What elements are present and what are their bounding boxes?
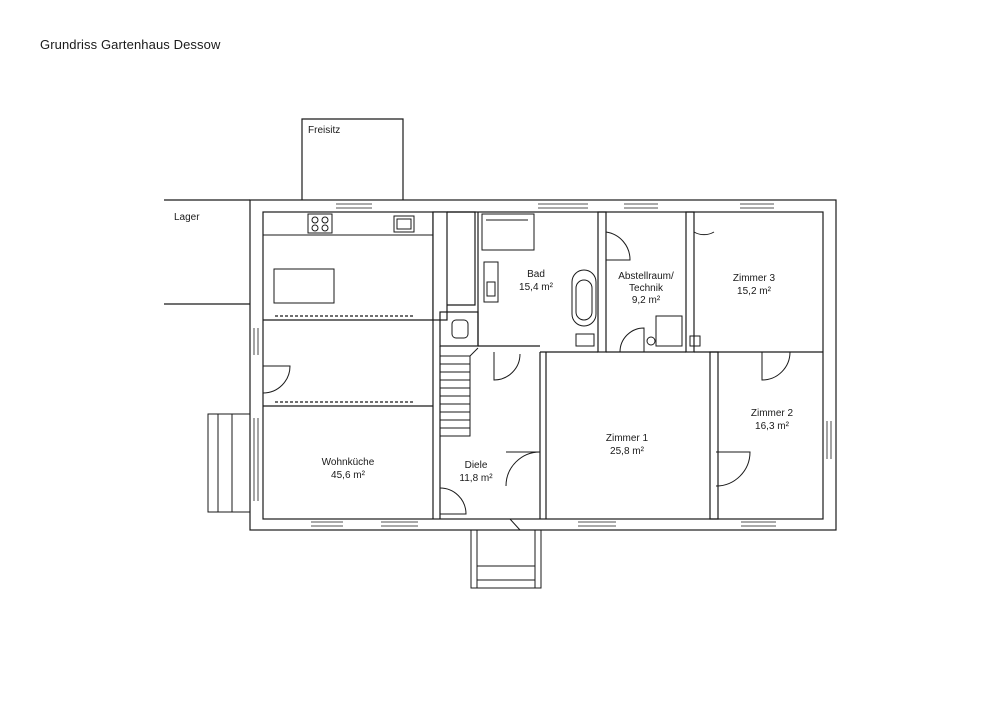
entrance-steps xyxy=(470,529,542,589)
interior-walls xyxy=(263,211,823,520)
zimmer3-name: Zimmer 3 xyxy=(733,273,776,284)
diele-area: 11,8 m² xyxy=(459,473,493,484)
zimmer2-name: Zimmer 2 xyxy=(751,408,794,419)
window-glazing xyxy=(253,203,832,527)
freisitz-terrace xyxy=(301,118,404,200)
wohnkueche-name: Wohnküche xyxy=(322,457,375,468)
bad-area: 15,4 m² xyxy=(519,282,554,293)
open-dividers xyxy=(275,315,415,403)
kitchen-fittings xyxy=(263,213,433,304)
bathroom-fittings xyxy=(451,213,597,347)
zimmer2-area: 16,3 m² xyxy=(755,421,790,432)
lager-storage xyxy=(164,199,250,305)
page-title: Grundriss Gartenhaus Dessow xyxy=(40,37,221,52)
technik-fittings xyxy=(646,315,701,347)
bad-name: Bad xyxy=(527,269,545,280)
abstellraum-area: 9,2 m² xyxy=(632,295,661,306)
west-deck xyxy=(207,413,251,513)
abstellraum-name: Abstellraum/ xyxy=(618,271,674,282)
zimmer1-area: 25,8 m² xyxy=(610,446,645,457)
wohnkueche-area: 45,6 m² xyxy=(331,470,366,481)
doors xyxy=(262,231,791,531)
labels: Freisitz Lager Bad 15,4 m² Abstellraum/ … xyxy=(174,125,794,484)
diele-name: Diele xyxy=(465,460,488,471)
windows xyxy=(252,202,833,528)
freisitz-label: Freisitz xyxy=(308,125,340,136)
lager-label: Lager xyxy=(174,212,200,223)
zimmer1-name: Zimmer 1 xyxy=(606,433,649,444)
stairs xyxy=(439,347,479,437)
zimmer3-area: 15,2 m² xyxy=(737,286,772,297)
technik-name: Technik xyxy=(629,283,664,294)
